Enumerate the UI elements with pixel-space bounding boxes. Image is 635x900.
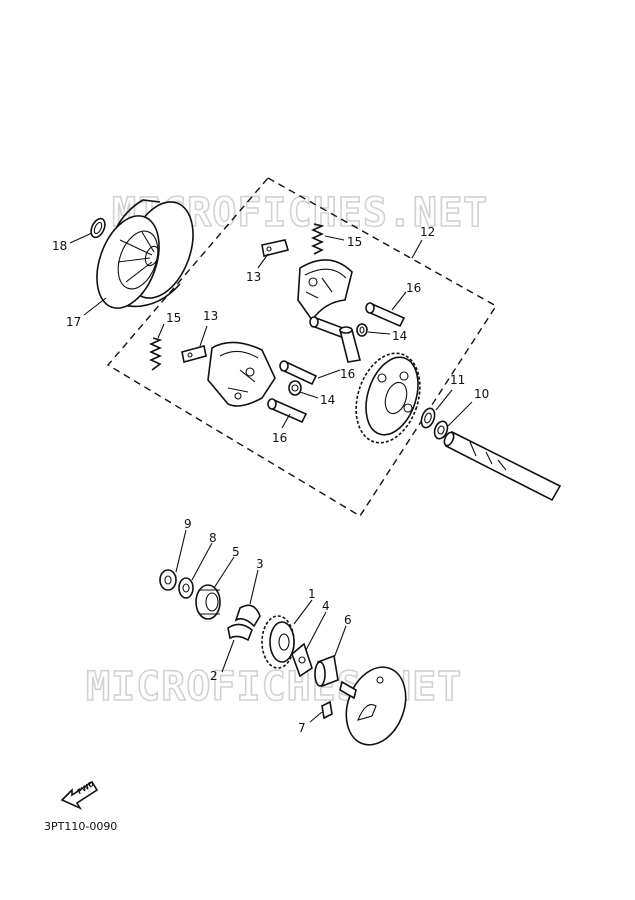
spring-15-lower xyxy=(149,337,163,371)
leader-7 xyxy=(309,711,323,723)
spring-2 xyxy=(227,623,253,642)
label-4: 4 xyxy=(322,599,330,613)
plate-4 xyxy=(291,642,313,678)
one-way-clutch-5 xyxy=(195,584,221,620)
leader-8 xyxy=(191,542,213,581)
starter-gear-1 xyxy=(261,615,295,669)
label-15-upper: 15 xyxy=(347,235,362,249)
key-7 xyxy=(321,700,333,720)
label-10: 10 xyxy=(474,387,489,401)
leader-13-upper xyxy=(257,253,269,269)
large-gear xyxy=(355,352,421,444)
label-15-lower: 15 xyxy=(166,311,181,325)
spring-15-upper xyxy=(311,223,325,255)
leader-11 xyxy=(435,389,453,411)
clip-3 xyxy=(234,604,261,628)
pin-16-lower xyxy=(267,398,308,424)
label-14-mid: 14 xyxy=(320,393,335,407)
leader-16-lower xyxy=(281,413,291,429)
label-16-mid: 16 xyxy=(340,367,355,381)
washer-8 xyxy=(178,577,194,599)
label-17: 17 xyxy=(66,315,81,329)
pin-16-upper xyxy=(365,302,406,328)
label-8: 8 xyxy=(209,531,217,545)
label-12: 12 xyxy=(420,225,435,239)
plate-13-upper xyxy=(261,239,290,257)
leader-10 xyxy=(447,401,473,427)
leader-5 xyxy=(213,556,235,589)
leader-17 xyxy=(83,297,107,316)
plate-13-lower xyxy=(181,345,207,363)
leader-16-mid xyxy=(317,369,341,379)
clutch-shoe-lower xyxy=(207,341,276,407)
leader-9 xyxy=(175,529,187,573)
pin-16-vertical xyxy=(338,326,361,363)
collar-14-upper xyxy=(356,323,368,337)
label-2: 2 xyxy=(210,669,218,683)
label-16-lower: 16 xyxy=(272,431,287,445)
label-1: 1 xyxy=(308,587,316,601)
label-5: 5 xyxy=(232,545,240,559)
clutch-housing-17 xyxy=(96,199,194,309)
clutch-shoe-upper xyxy=(297,259,353,322)
leader-16-upper xyxy=(391,291,407,311)
forward-arrow-icon: FWD xyxy=(60,780,99,810)
collar-14-mid xyxy=(288,380,302,396)
label-7: 7 xyxy=(298,721,306,735)
crankshaft xyxy=(443,430,562,502)
label-6: 6 xyxy=(344,613,352,627)
label-13-lower: 13 xyxy=(203,309,218,323)
label-16-upper: 16 xyxy=(406,281,421,295)
leader-1 xyxy=(293,599,313,625)
washer-11 xyxy=(420,407,436,429)
bushing-6 xyxy=(314,654,339,688)
leader-15-upper xyxy=(324,235,345,241)
label-3: 3 xyxy=(256,557,264,571)
pin-16-lower-mid xyxy=(279,360,318,386)
leader-3 xyxy=(249,569,259,605)
leader-6 xyxy=(333,625,347,659)
label-11: 11 xyxy=(450,373,465,387)
clutch-assembly-boundary xyxy=(106,177,497,517)
label-18: 18 xyxy=(52,239,67,253)
leader-12 xyxy=(411,239,423,259)
circlip-18 xyxy=(90,217,106,239)
leader-18 xyxy=(69,232,93,244)
leader-2 xyxy=(221,639,235,673)
drive-plate xyxy=(339,666,407,746)
leader-14-upper xyxy=(367,331,391,335)
washer-10 xyxy=(433,420,449,440)
leader-15-lower xyxy=(157,323,165,339)
leader-13-lower xyxy=(199,325,208,347)
label-14-upper: 14 xyxy=(392,329,407,343)
diagram-code: 3PT110-0090 xyxy=(44,820,117,833)
label-9: 9 xyxy=(184,517,192,531)
nut-9 xyxy=(159,569,177,591)
label-13-upper: 13 xyxy=(246,270,261,284)
leader-14-mid xyxy=(299,391,319,399)
leader-4 xyxy=(305,611,327,651)
